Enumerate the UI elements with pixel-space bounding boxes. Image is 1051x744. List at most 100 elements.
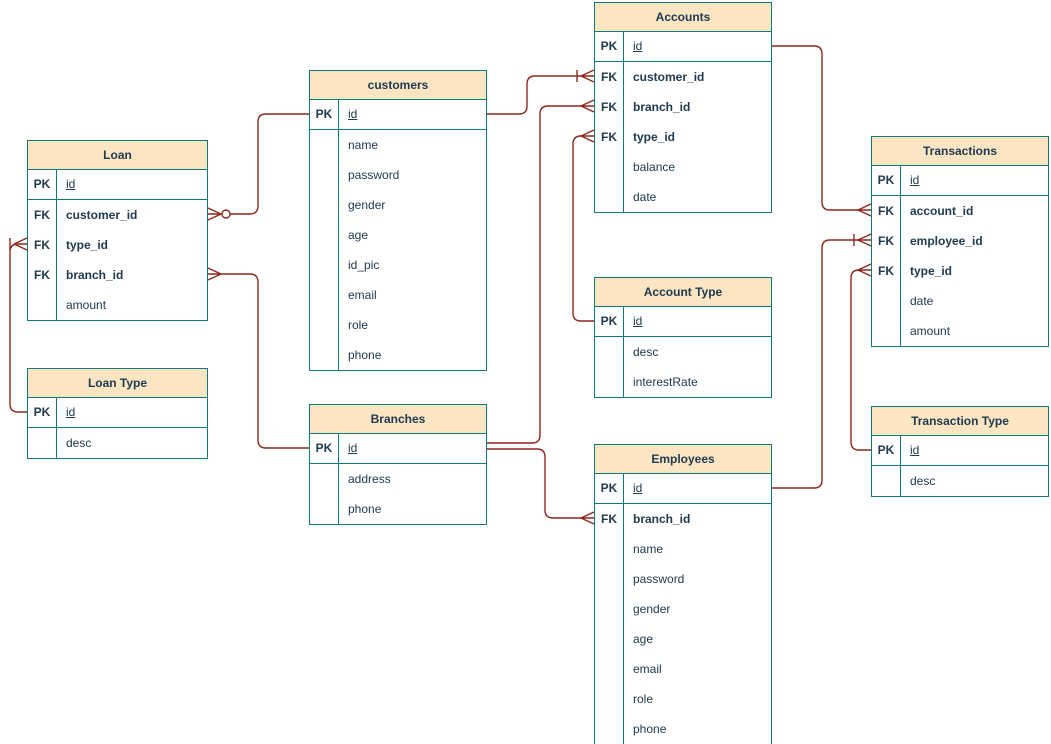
field-name-label: id <box>66 177 76 191</box>
key-type-label <box>872 316 901 346</box>
relationship-branches-accounts[interactable] <box>487 99 595 444</box>
entity-customers-row-age[interactable]: age <box>310 220 486 250</box>
entity-title-branches[interactable]: Branches <box>310 405 486 434</box>
relationship-loan-loantype[interactable] <box>9 237 28 413</box>
entity-employees-row-age[interactable]: age <box>595 624 771 654</box>
relationship-loan-customers[interactable] <box>207 113 309 221</box>
relationship-transactions-transactiontype[interactable] <box>850 263 872 451</box>
entity-branches-row-address[interactable]: address <box>310 464 486 494</box>
one-many-crowfoot-marker <box>576 69 595 83</box>
entity-customers-row-id_pic[interactable]: id_pic <box>310 250 486 280</box>
relationship-line[interactable] <box>487 75 594 115</box>
field-name-label: id <box>66 405 76 419</box>
entity-title-accounts[interactable]: Accounts <box>595 3 771 32</box>
relationship-line[interactable] <box>487 448 594 519</box>
key-type-label: PK <box>595 474 624 503</box>
entity-employees-row-phone[interactable]: phone <box>595 714 771 744</box>
key-type-label: PK <box>310 100 339 129</box>
relationship-line[interactable] <box>572 135 594 322</box>
entity-employees-row-password[interactable]: password <box>595 564 771 594</box>
relationship-line[interactable] <box>208 273 309 449</box>
key-type-label: FK <box>28 230 57 260</box>
entity-customers-row-phone[interactable]: phone <box>310 340 486 370</box>
relationship-line[interactable] <box>208 113 309 215</box>
key-type-label: FK <box>28 260 57 290</box>
entity-account-type-row-interestRate[interactable]: interestRate <box>595 367 771 397</box>
relationship-line[interactable] <box>772 239 871 489</box>
relationship-branches-employees[interactable] <box>487 448 595 525</box>
entity-customers-row-gender[interactable]: gender <box>310 190 486 220</box>
entity-title-transaction-type[interactable]: Transaction Type <box>872 407 1048 436</box>
entity-title-employees[interactable]: Employees <box>595 445 771 474</box>
relationship-customers-accounts[interactable] <box>487 69 595 115</box>
relationship-line[interactable] <box>850 269 871 451</box>
entity-employees-row-name[interactable]: name <box>595 534 771 564</box>
key-type-label <box>310 310 339 340</box>
entity-employees-row-email[interactable]: email <box>595 654 771 684</box>
entity-customers-row-role[interactable]: role <box>310 310 486 340</box>
key-type-label: PK <box>595 32 624 61</box>
entity-employees-row-gender[interactable]: gender <box>595 594 771 624</box>
entity-transactions-row-amount[interactable]: amount <box>872 316 1048 346</box>
field-name-label: balance <box>633 160 676 174</box>
entity-loan-type-row-desc[interactable]: desc <box>28 428 207 458</box>
relationship-line[interactable] <box>9 243 27 413</box>
key-type-label <box>310 220 339 250</box>
entity-loan-row-id[interactable]: PK id <box>28 170 207 200</box>
entity-customers-row-password[interactable]: password <box>310 160 486 190</box>
entity-title-transactions[interactable]: Transactions <box>872 137 1048 166</box>
entity-accounts-row-date[interactable]: date <box>595 182 771 212</box>
entity-transactions-row-date[interactable]: date <box>872 286 1048 316</box>
entity-employees-row-role[interactable]: role <box>595 684 771 714</box>
relationship-line[interactable] <box>772 45 871 211</box>
relationship-employees-transactions[interactable] <box>772 233 872 489</box>
relationship-loan-branches[interactable] <box>207 267 309 449</box>
one-many-crowfoot-marker <box>853 233 872 247</box>
entity-loan-row-amount[interactable]: amount <box>28 290 207 320</box>
entity-account-type-row-desc[interactable]: desc <box>595 337 771 367</box>
entity-title-account-type[interactable]: Account Type <box>595 278 771 307</box>
entity-accounts-row-balance[interactable]: balance <box>595 152 771 182</box>
relationship-accounts-accounttype[interactable] <box>572 129 595 322</box>
entity-branches-row-phone[interactable]: phone <box>310 494 486 524</box>
entity-customers-row-name[interactable]: name <box>310 130 486 160</box>
relationship-accounts-transactions[interactable] <box>772 45 872 217</box>
entity-title-loan-type[interactable]: Loan Type <box>28 369 207 398</box>
entity-title-customers[interactable]: customers <box>310 71 486 100</box>
entity-transaction-type-row-desc[interactable]: desc <box>872 466 1048 496</box>
field-name-label: phone <box>348 502 382 516</box>
field-name-label: customer_id <box>633 70 705 84</box>
relationship-line[interactable] <box>487 105 594 444</box>
entity-customers-row-email[interactable]: email <box>310 280 486 310</box>
entity-title-loan[interactable]: Loan <box>28 141 207 170</box>
field-name-label: email <box>348 288 377 302</box>
key-type-label: PK <box>28 170 57 199</box>
